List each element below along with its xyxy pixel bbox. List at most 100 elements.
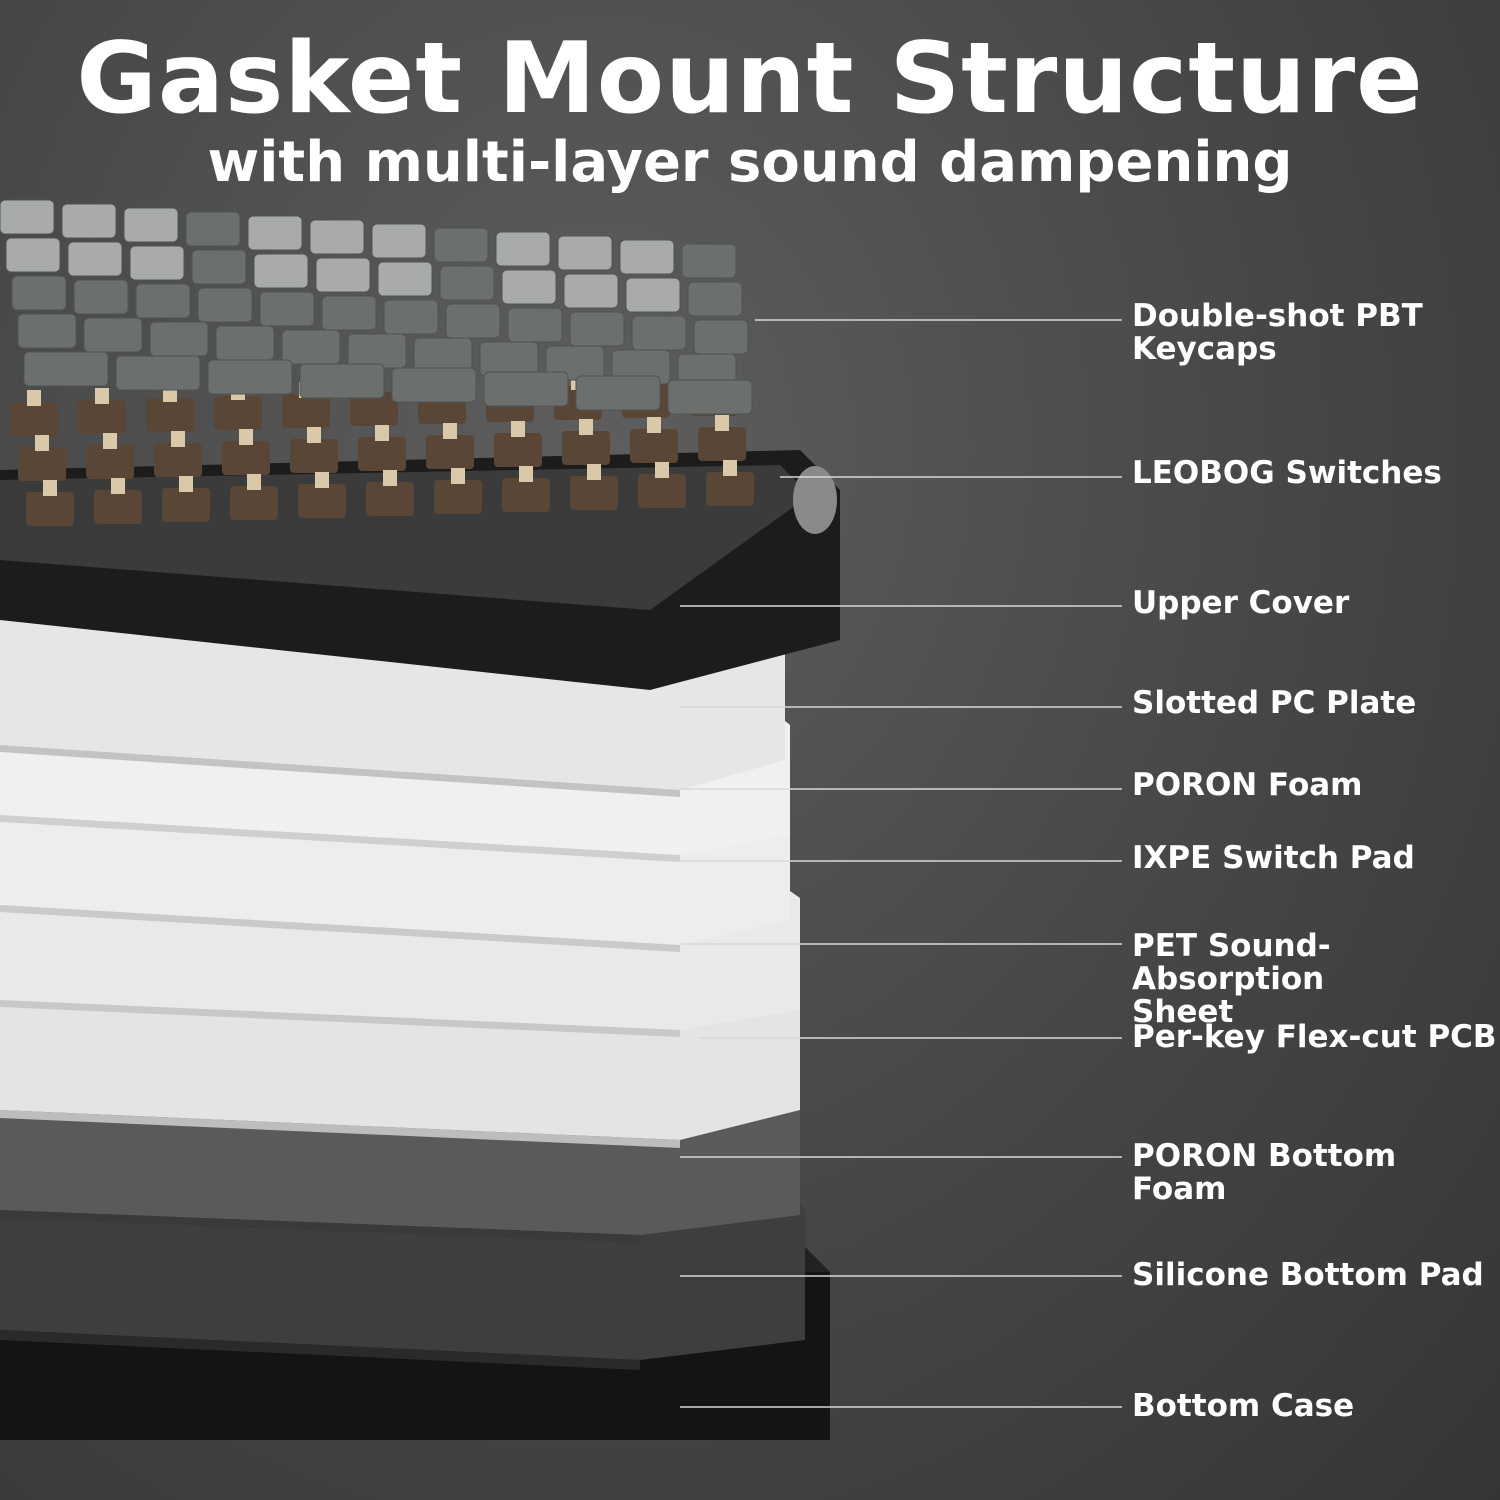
keycap [309,219,365,255]
keycap [281,329,341,365]
keycap [371,223,427,259]
keycap [259,291,315,327]
keycap [391,367,477,403]
keycap [129,245,185,281]
keycap [185,211,241,247]
pc-plate-edge [0,745,680,797]
keycap [445,303,501,339]
keycap [413,337,473,373]
switch [366,470,414,516]
keycap [687,281,743,317]
keycap [215,325,275,361]
keycaps-layer [0,199,753,415]
keycap [501,269,557,305]
switch [358,425,406,471]
keycap [563,273,619,309]
page-title: Gasket Mount Structure [76,22,1424,136]
label-silicone-pad: Silicone Bottom Pad [1132,1257,1484,1293]
label-keycaps: Double-shot PBT Keycaps [1132,298,1423,367]
switch [222,429,270,475]
label-pcb: Per-key Flex-cut PCB [1132,1019,1497,1055]
switch [18,435,66,481]
keycap [569,311,625,347]
switch [290,427,338,473]
keycap [347,333,407,369]
label-pc-plate: Slotted PC Plate [1132,685,1417,721]
keycap [61,203,117,239]
switch [502,466,550,512]
keycap [67,241,123,277]
switch [154,431,202,477]
keycap [377,261,433,297]
keycap [135,283,191,319]
keycap [0,199,55,235]
keycap [693,319,749,355]
poron-bottom-foam-edge [0,1210,640,1243]
switch [78,388,126,434]
ixpe-pad-edge [0,905,680,952]
keycap [253,253,309,289]
label-switches: LEOBOG Switches [1132,455,1442,491]
label-poron-foam: PORON Foam [1132,767,1363,803]
keycap [115,355,201,391]
label-pet-sheet: PET Sound-Absorption Sheet [1132,928,1331,1030]
switch [162,476,210,522]
keycap [149,321,209,357]
switch [146,386,194,432]
switch [494,421,542,467]
keycap [23,351,109,387]
switch [230,474,278,520]
keycap [191,249,247,285]
switch [698,415,746,461]
keycap [483,371,569,407]
keycap [73,279,129,315]
keycap [557,235,613,271]
label-ixpe-pad: IXPE Switch Pad [1132,840,1415,876]
silicone-pad-edge [0,1330,640,1370]
pcb-edge [0,1110,680,1148]
keycap [83,317,143,353]
keycap [625,277,681,313]
keycap [495,231,551,267]
switch [638,462,686,508]
keycap [11,275,67,311]
keycap [197,287,253,323]
keycap [681,243,737,279]
label-upper-cover: Upper Cover [1132,585,1350,621]
keycap [299,363,385,399]
keycap [433,227,489,263]
pet-sheet-edge [0,1000,680,1037]
switch [426,423,474,469]
keycap [321,295,377,331]
keycap [619,239,675,275]
keycap [575,375,661,411]
keycap [315,257,371,293]
switch [10,390,58,436]
keycap [479,341,539,377]
keycap [5,237,61,273]
keycap [383,299,439,335]
volume-knob [793,466,837,534]
label-poron-bottom-foam: PORON Bottom Foam [1132,1138,1397,1207]
switch [94,478,142,524]
switch [86,433,134,479]
keycap [631,315,687,351]
page-subtitle: with multi-layer sound dampening [207,130,1293,195]
switch [298,472,346,518]
switch [630,417,678,463]
keycap [439,265,495,301]
keycap [123,207,179,243]
switch [570,464,618,510]
keycap [507,307,563,343]
keycap [17,313,77,349]
switch [706,460,754,506]
keycap [207,359,293,395]
leader-lines [680,319,1122,1408]
label-bottom-case: Bottom Case [1132,1388,1355,1424]
keycap [667,379,753,415]
keycap [247,215,303,251]
poron-foam-edge [0,815,680,862]
switch [434,468,482,514]
switch [562,419,610,465]
